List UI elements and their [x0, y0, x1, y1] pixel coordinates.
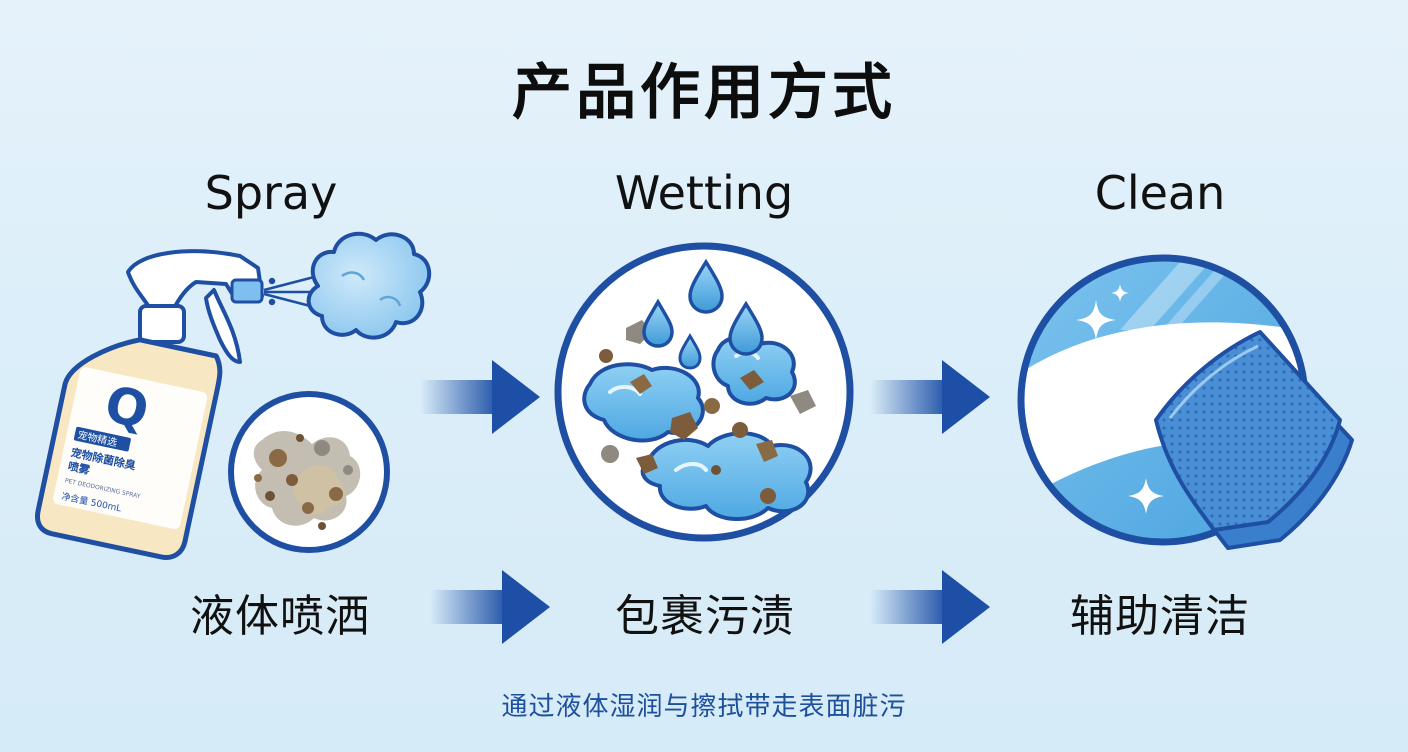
dirt-particles: [599, 320, 816, 504]
step-spray-caption: 液体喷洒: [190, 591, 370, 642]
step-wetting-label: Wetting: [614, 166, 794, 220]
spray-cloud-icon: [306, 231, 431, 340]
bottle-name-2: 喷雾: [67, 459, 92, 477]
arrow-icon: [420, 360, 540, 434]
arrow-icon: [430, 570, 550, 644]
stain-circle-icon: [228, 391, 390, 553]
arrow-icon: [870, 360, 990, 434]
sparkle-icon: [1076, 284, 1164, 514]
step-wetting-caption: 包裹污渍: [615, 591, 795, 642]
step-clean-caption: 辅助清洁: [1070, 591, 1250, 642]
wetting-circle-icon: [554, 242, 854, 542]
cleaning-cloth-icon: [1154, 330, 1354, 550]
clean-circle-icon: [1017, 254, 1354, 550]
step-spray-label: Spray: [204, 166, 338, 220]
step-clean-label: Clean: [1094, 166, 1226, 220]
footer-caption: 通过液体湿润与擦拭带走表面脏污: [501, 692, 907, 722]
arrow-icon: [870, 570, 990, 644]
page-title: 产品作用方式: [512, 58, 896, 128]
spray-bottle-icon: Q 宠物精选 宠物除菌除臭 喷雾 PET DEODORIZING SPRAY 净…: [35, 249, 264, 560]
